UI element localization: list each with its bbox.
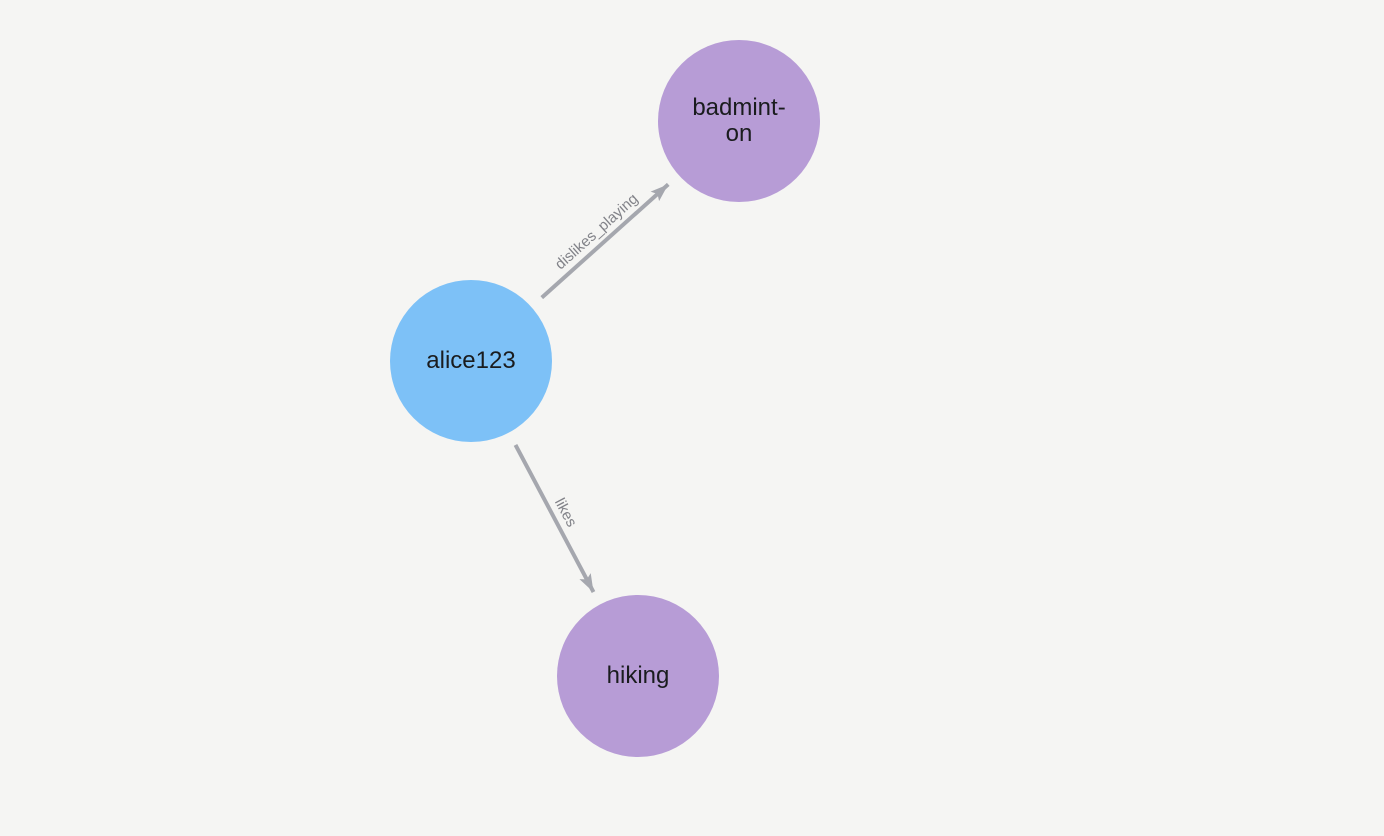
edge-label-dislikes_playing[interactable]: dislikes_playing [552,190,642,273]
graph-node-alice123[interactable]: alice123 [390,280,552,442]
graph-node-badminton[interactable]: badmint- on [658,40,820,202]
edge-label-likes[interactable]: likes [551,495,580,529]
graph-node-hiking[interactable]: hiking [557,595,719,757]
graph-edge-dislikes_playing[interactable] [540,182,670,300]
graph-edge-likes[interactable] [513,443,596,594]
